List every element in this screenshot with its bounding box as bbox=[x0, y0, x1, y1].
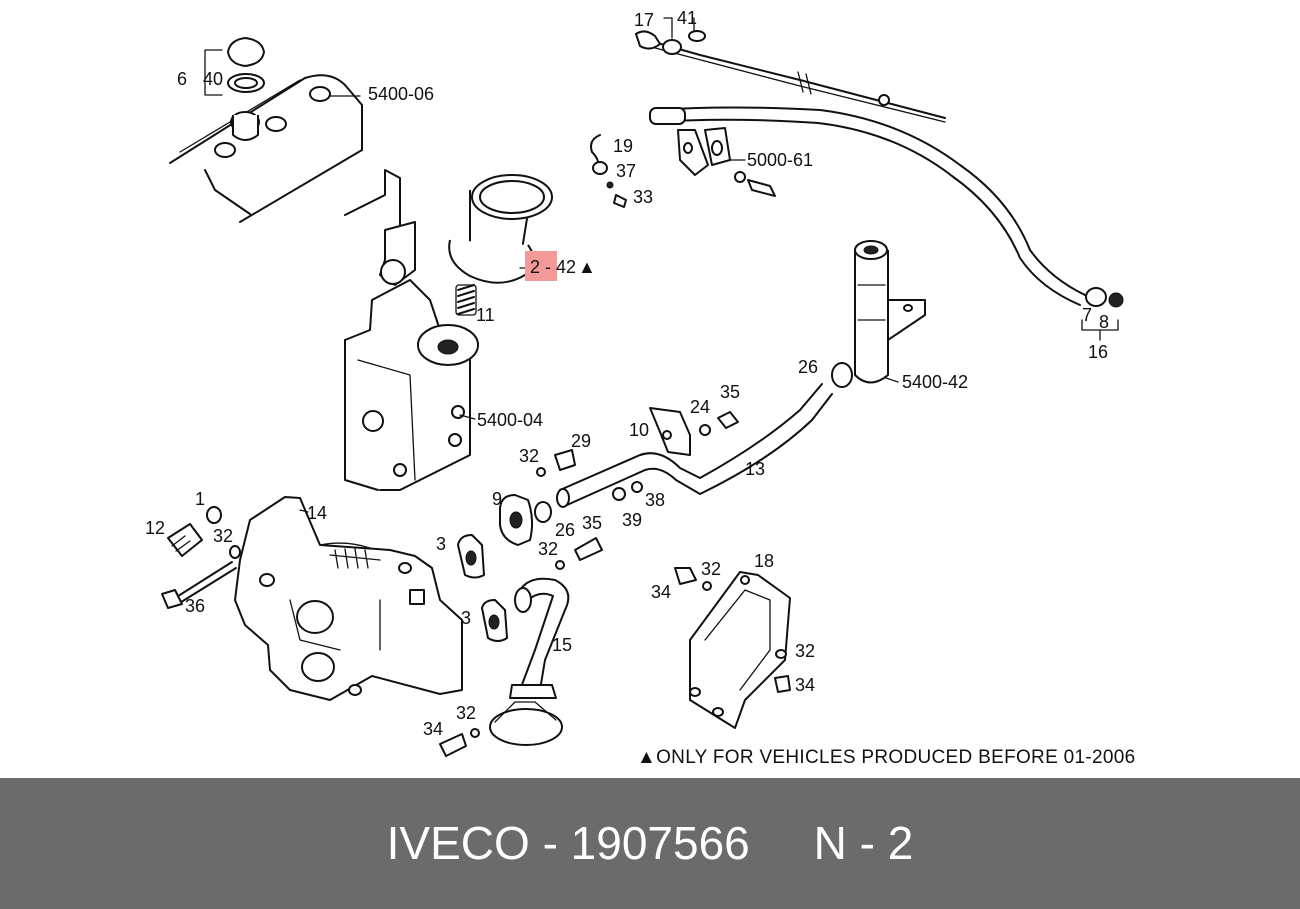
dipstick-tube bbox=[649, 106, 1124, 341]
label-38: 38 bbox=[645, 490, 665, 510]
part-number-text: IVECO - 1907566 N - 2 bbox=[386, 817, 914, 869]
label-12: 12 bbox=[145, 518, 165, 538]
callout-labels: 17 41 6 40 5400-06 19 37 33 5000-61 2 - … bbox=[145, 8, 1109, 739]
label-18: 18 bbox=[754, 551, 774, 571]
label-40: 40 bbox=[203, 69, 223, 89]
bolt-34-washer-32 bbox=[439, 728, 480, 757]
label-6: 6 bbox=[177, 69, 187, 89]
label-3-top: 3 bbox=[436, 534, 446, 554]
label-35-flange: 35 bbox=[582, 513, 602, 533]
oil-filler-cap bbox=[204, 37, 265, 96]
label-5400-06: 5400-06 bbox=[368, 84, 434, 104]
label-2-42: 2 - 42 bbox=[530, 257, 576, 277]
label-34-bracket-right: 34 bbox=[795, 675, 815, 695]
label-11: 11 bbox=[476, 305, 495, 325]
label-17: 17 bbox=[634, 10, 654, 30]
oil-pump-14 bbox=[234, 496, 463, 701]
flange-9 bbox=[499, 494, 603, 570]
label-9: 9 bbox=[492, 489, 502, 509]
label-32-bottom: 32 bbox=[456, 703, 476, 723]
footnote-production-date: ▲ONLY FOR VEHICLES PRODUCED BEFORE 01-20… bbox=[637, 747, 1135, 768]
clip-19-37-33 bbox=[590, 134, 627, 208]
label-triangle: ▲ bbox=[578, 257, 596, 277]
label-5000-61: 5000-61 bbox=[747, 150, 813, 170]
diagram-drawing: 17 41 6 40 5400-06 19 37 33 5000-61 2 - … bbox=[145, 8, 1135, 768]
label-14: 14 bbox=[307, 503, 327, 523]
label-32-pump: 32 bbox=[213, 526, 233, 546]
dipstick bbox=[635, 30, 946, 123]
label-8: 8 bbox=[1099, 312, 1109, 332]
label-37: 37 bbox=[616, 161, 636, 181]
label-26-gasket: 26 bbox=[555, 520, 575, 540]
label-13: 13 bbox=[745, 459, 765, 479]
label-16: 16 bbox=[1088, 342, 1108, 362]
label-39: 39 bbox=[622, 510, 642, 530]
label-32-flange: 32 bbox=[538, 539, 558, 559]
exploded-parts-diagram: 17 41 6 40 5400-06 19 37 33 5000-61 2 - … bbox=[145, 8, 1136, 768]
suction-pipe-15 bbox=[489, 577, 570, 746]
label-32-pipe: 32 bbox=[519, 446, 539, 466]
sensor-12-bolt-36 bbox=[161, 506, 241, 609]
spring-11 bbox=[455, 284, 477, 316]
label-35-top: 35 bbox=[720, 382, 740, 402]
oil-filter-2-42 bbox=[448, 174, 553, 284]
bracket-5000-61 bbox=[677, 127, 776, 197]
label-34-bottom: 34 bbox=[423, 719, 443, 739]
breather-5400-42 bbox=[831, 240, 926, 388]
label-1: 1 bbox=[195, 489, 205, 509]
label-5400-04: 5400-04 bbox=[477, 410, 543, 430]
label-7: 7 bbox=[1082, 305, 1092, 325]
label-32-bracket-top: 32 bbox=[701, 559, 721, 579]
label-41: 41 bbox=[677, 8, 697, 28]
label-5400-42: 5400-42 bbox=[902, 372, 968, 392]
highlight-part-2-42 bbox=[525, 251, 557, 281]
part-number-banner: IVECO - 1907566 N - 2 bbox=[0, 778, 1300, 909]
gasket-3 bbox=[457, 534, 508, 642]
fittings-29-32 bbox=[536, 449, 576, 477]
label-29: 29 bbox=[571, 431, 591, 451]
pipe-13 bbox=[556, 383, 833, 508]
label-33: 33 bbox=[633, 187, 653, 207]
label-26-hose: 26 bbox=[798, 357, 818, 377]
engine-block bbox=[344, 169, 479, 491]
label-32-bracket-right: 32 bbox=[795, 641, 815, 661]
valve-cover bbox=[169, 74, 363, 223]
label-3-bottom: 3 bbox=[461, 608, 471, 628]
bracket-18 bbox=[674, 567, 791, 729]
label-10: 10 bbox=[629, 420, 649, 440]
label-15: 15 bbox=[552, 635, 572, 655]
label-19: 19 bbox=[613, 136, 633, 156]
label-24: 24 bbox=[690, 397, 710, 417]
label-34-bracket-top: 34 bbox=[651, 582, 671, 602]
label-36: 36 bbox=[185, 596, 205, 616]
